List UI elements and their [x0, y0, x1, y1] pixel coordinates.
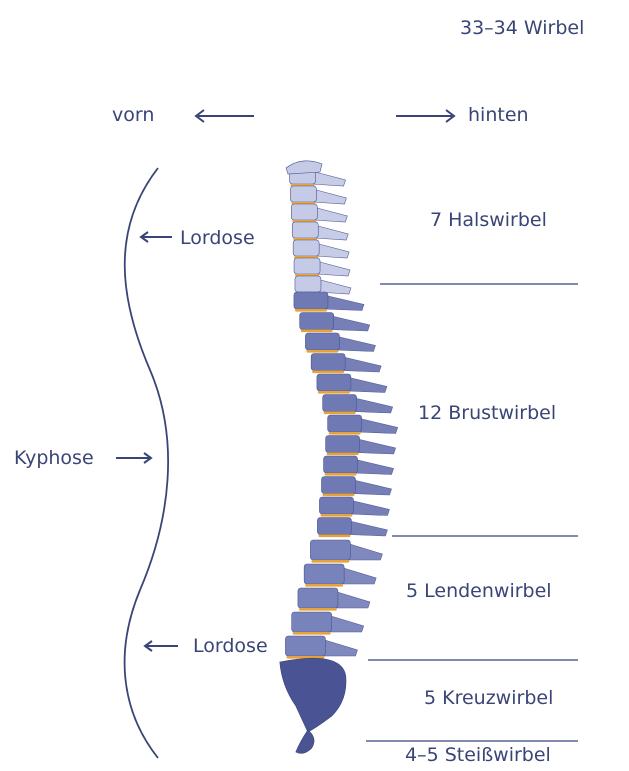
lower-lordose-label: Lordose — [193, 637, 268, 656]
thoracic-vertebra-process — [353, 398, 393, 414]
thoracic-vertebra-body — [317, 374, 351, 391]
front-label: vorn — [112, 106, 154, 125]
cervical-vertebra-process — [316, 261, 350, 276]
total-vertebrae-label: 33–34 Wirbel — [460, 19, 584, 38]
thoracic-vertebra-process — [349, 500, 389, 516]
lower-lordose-arrow-icon — [145, 641, 178, 651]
thoracic-vertebra-body — [305, 333, 339, 350]
intervertebral-disc — [299, 608, 337, 611]
intervertebral-disc — [311, 560, 349, 563]
intervertebral-disc — [305, 584, 343, 587]
cervical-vertebra-body — [295, 276, 321, 292]
lumbar-vertebra-process — [328, 615, 364, 632]
intervertebral-disc — [325, 473, 357, 476]
thoracic-vertebra-process — [358, 418, 398, 434]
cervical-vertebra-process — [312, 171, 346, 186]
cervical-vertebra-body — [291, 204, 317, 220]
atlas-vertebra — [286, 161, 322, 174]
cervical-label: 7 Halswirbel — [430, 211, 547, 230]
cervical-vertebra-body — [290, 186, 316, 202]
lumbar-vertebra-process — [346, 543, 382, 560]
intervertebral-disc — [306, 350, 338, 353]
intervertebral-disc — [320, 514, 352, 517]
thoracic-vertebra-process — [324, 295, 364, 311]
lumbar-vertebra-process — [321, 639, 357, 656]
intervertebral-disc — [293, 632, 331, 635]
thoracic-vertebra-body — [300, 313, 334, 330]
thoracic-vertebra-body — [317, 518, 351, 535]
intervertebral-disc — [318, 391, 350, 394]
cervical-vertebra-process — [313, 207, 347, 222]
intervertebral-disc — [301, 330, 333, 333]
lumbar-vertebra-body — [310, 540, 350, 560]
coccygeal-label: 4–5 Steißwirbel — [405, 746, 551, 765]
sacral-label: 5 Kreuzwirbel — [424, 689, 553, 708]
thoracic-vertebra-body — [311, 354, 345, 371]
thoracic-vertebra-body — [294, 292, 328, 309]
thoracic-vertebra-process — [330, 316, 370, 332]
back-arrow-icon — [396, 110, 454, 122]
curvature-line — [125, 168, 169, 758]
cervical-vertebra-body — [294, 258, 320, 274]
thoracic-vertebra-body — [319, 497, 353, 514]
intervertebral-disc — [327, 453, 359, 456]
thoracic-vertebra-body — [328, 415, 362, 432]
spine-column — [280, 161, 398, 754]
back-label: hinten — [468, 106, 529, 125]
upper-lordose-label: Lordose — [180, 229, 255, 248]
upper-lordose-arrow-icon — [141, 232, 172, 242]
thoracic-vertebra-body — [323, 395, 357, 412]
lumbar-vertebra-body — [285, 636, 325, 656]
cervical-vertebra-process — [312, 189, 346, 204]
intervertebral-disc — [318, 535, 350, 538]
lumbar-vertebra-body — [292, 612, 332, 632]
cervical-vertebra-process — [315, 243, 349, 258]
thoracic-vertebra-body — [324, 456, 358, 473]
lumbar-vertebra-process — [334, 591, 370, 608]
cervical-vertebra-body — [293, 240, 319, 256]
kyphose-arrow-icon — [116, 453, 151, 463]
intervertebral-disc — [324, 412, 356, 415]
intervertebral-disc — [323, 494, 355, 497]
lumbar-vertebra-process — [340, 567, 376, 584]
thoracic-vertebra-process — [347, 377, 387, 393]
lumbar-vertebra-body — [298, 588, 338, 608]
thoracic-vertebra-body — [326, 436, 360, 453]
thoracic-vertebra-body — [322, 477, 356, 494]
cervical-vertebra-body — [292, 222, 318, 238]
cervical-vertebra-process — [314, 225, 348, 240]
intervertebral-disc — [312, 371, 344, 374]
intervertebral-disc — [329, 432, 361, 435]
coccyx — [296, 730, 314, 753]
thoracic-label: 12 Brustwirbel — [418, 404, 556, 423]
lumbar-label: 5 Lendenwirbel — [406, 582, 552, 601]
intervertebral-disc — [295, 309, 327, 312]
thoracic-vertebra-process — [341, 357, 381, 373]
thoracic-vertebra-process — [354, 459, 394, 475]
sacrum — [280, 658, 346, 732]
thoracic-vertebra-process — [335, 336, 375, 352]
kyphose-label: Kyphose — [14, 449, 94, 468]
lumbar-vertebra-body — [304, 564, 344, 584]
thoracic-vertebra-process — [347, 521, 387, 537]
front-arrow-icon — [196, 110, 254, 122]
thoracic-vertebra-process — [352, 480, 392, 496]
thoracic-vertebra-process — [356, 439, 396, 455]
